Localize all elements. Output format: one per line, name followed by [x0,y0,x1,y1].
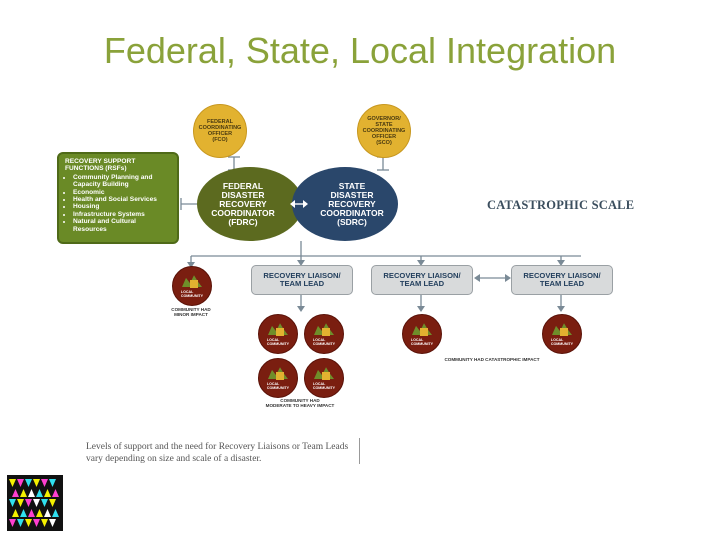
rsf-item: Community Planning and Capacity Building [73,174,171,189]
footnote-divider [359,438,360,464]
liaison-box: RECOVERY LIAISON/ TEAM LEAD [511,265,613,295]
liaison-box: RECOVERY LIAISON/ TEAM LEAD [371,265,473,295]
community-icon: LOCAL COMMUNITY [258,314,298,354]
community-label: LOCAL COMMUNITY [266,382,290,390]
community-label: LOCAL COMMUNITY [266,338,290,346]
rsf-item: Health and Social Services [73,196,171,203]
fdrc-ellipse: FEDERAL DISASTER RECOVERY COORDINATOR (F… [197,167,303,241]
rsf-item: Economic [73,189,171,196]
community-icon: LOCAL COMMUNITY [304,314,344,354]
fco-circle: FEDERAL COORDINATING OFFICER (FCO) [193,104,247,158]
liaison-box: RECOVERY LIAISON/ TEAM LEAD [251,265,353,295]
community-label: LOCAL COMMUNITY [312,338,336,346]
community-label: LOCAL COMMUNITY [312,382,336,390]
caption-moderate: COMMUNITY HAD MODERATE TO HEAVY IMPACT [265,398,335,409]
community-icon: LOCAL COMMUNITY [542,314,582,354]
pattern-logo-icon [7,475,63,531]
sdrc-label: STATE DISASTER RECOVERY COORDINATOR (SDR… [320,180,384,227]
community-icon: LOCAL COMMUNITY [258,358,298,398]
fdrc-label: FEDERAL DISASTER RECOVERY COORDINATOR (F… [211,180,275,227]
community-icon: LOCAL COMMUNITY [172,266,212,306]
rsf-item: Housing [73,203,171,210]
caption-minor: COMMUNITY HAD MINOR IMPACT [171,307,211,318]
rsf-box: RECOVERY SUPPORT FUNCTIONS (RSFs) Commun… [57,152,179,244]
sco-circle: GOVERNOR/ STATE COORDINATING OFFICER (SC… [357,104,411,158]
community-label: LOCAL COMMUNITY [180,290,204,298]
sdrc-ellipse: STATE DISASTER RECOVERY COORDINATOR (SDR… [292,167,398,241]
caption-catastrophic: COMMUNITY HAD CATASTROPHIC IMPACT [444,357,540,362]
rsf-item: Natural and Cultural Resources [73,218,171,233]
sco-label: GOVERNOR/ STATE COORDINATING OFFICER (SC… [362,116,406,146]
rsf-heading: RECOVERY SUPPORT FUNCTIONS (RSFs) [65,158,136,173]
footnote: Levels of support and the need for Recov… [86,442,349,464]
rsf-item: Infrastructure Systems [73,211,171,218]
community-icon: LOCAL COMMUNITY [402,314,442,354]
slide-title: Federal, State, Local Integration [103,30,617,71]
rsf-list: Community Planning and Capacity Building… [65,174,171,233]
community-icon: LOCAL COMMUNITY [304,358,344,398]
community-label: LOCAL COMMUNITY [410,338,434,346]
community-label: LOCAL COMMUNITY [550,338,574,346]
fco-label: FEDERAL COORDINATING OFFICER (FCO) [198,119,242,143]
scale-label: CATASTROPHIC SCALE [487,198,635,212]
